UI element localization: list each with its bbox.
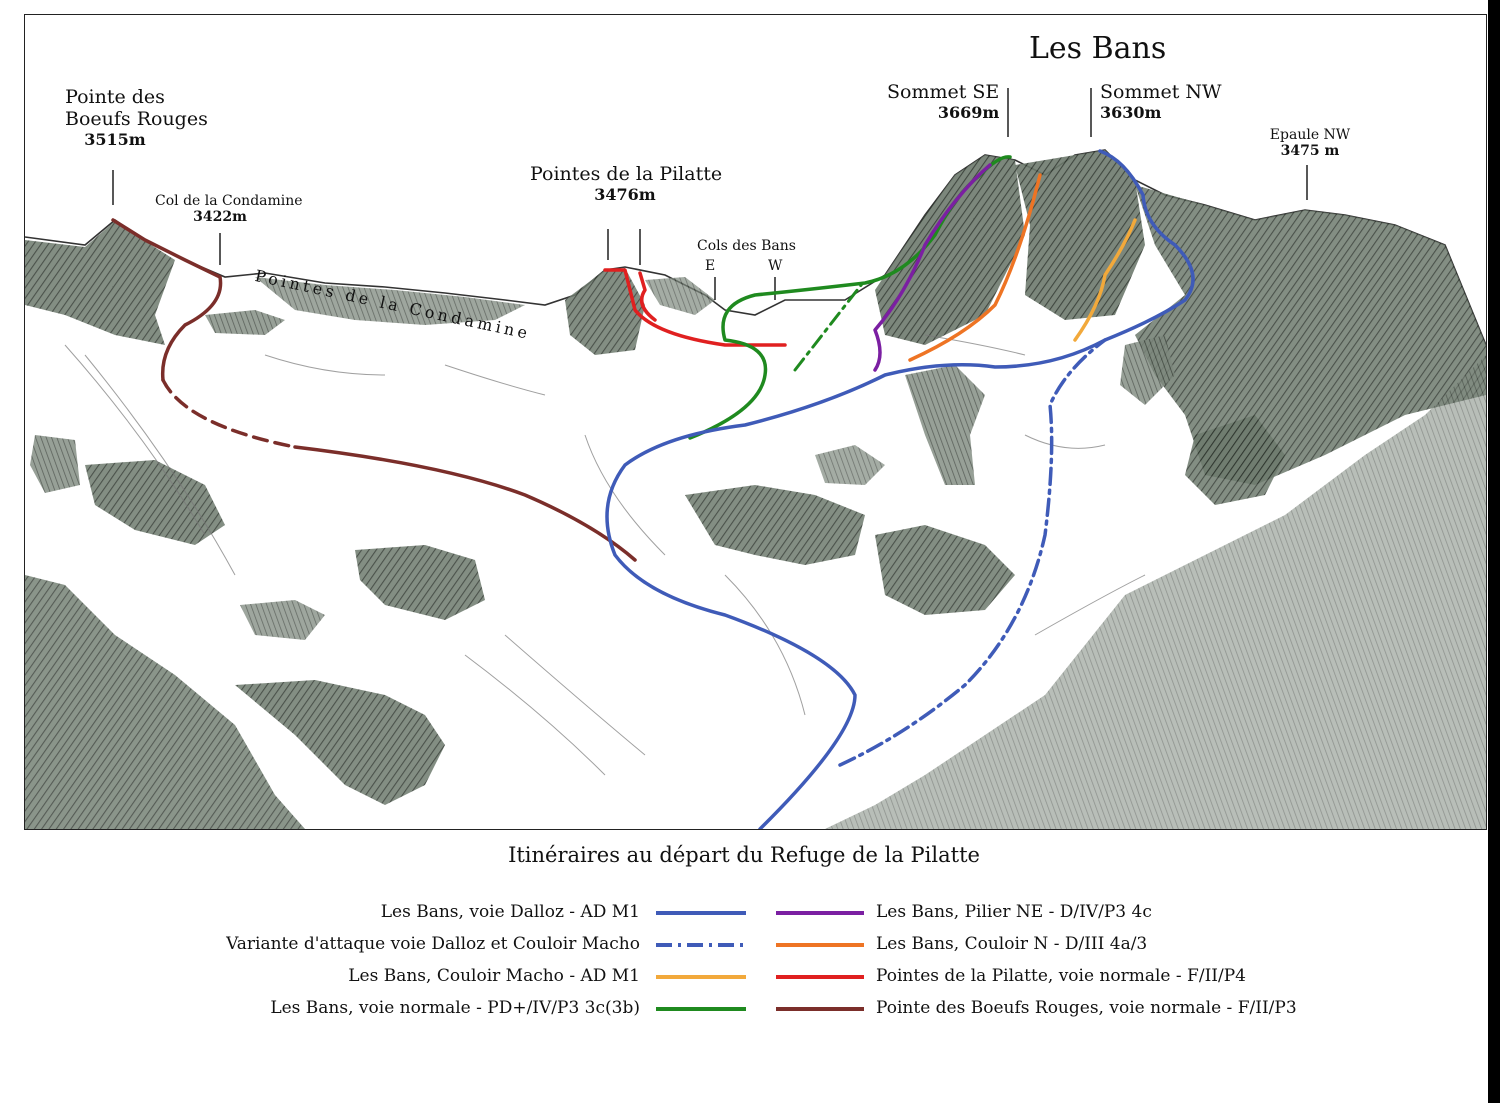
glacier-lines [64, 334, 1146, 776]
peak-name-line2: Boeufs Rouges [65, 107, 208, 130]
route-couloir-macho [1073, 218, 1137, 342]
peak-name-line1: Pointe des [65, 86, 165, 108]
peak-pointes-pilatte: Pointes de la Pilatte 3476m [530, 163, 723, 204]
col-name: Col de la Condamine [155, 193, 303, 209]
col-alt: 3422m [193, 209, 247, 226]
legend-item: Les Bans, Couloir N - D/III 4a/3 [876, 934, 1148, 954]
legend-item: Pointe des Boeufs Rouges, voie normale -… [876, 998, 1297, 1018]
route-boeufs-rouges-dash [161, 378, 297, 449]
epaule-nw: Epaule NW 3475 m [1265, 127, 1355, 159]
legend-caption: Itinéraires au départ du Refuge de la Pi… [508, 843, 980, 867]
legend-item: Les Bans, voie Dalloz - AD M1 [380, 902, 640, 922]
peak-name: Sommet NW [1100, 81, 1222, 103]
rock-masses [25, 150, 1486, 829]
drawing-canvas [25, 88, 1486, 829]
mountain-drawing: Les Bans Pointe des Boeufs Rouges 3515m … [24, 14, 1487, 830]
peak-alt: 3669m [937, 102, 1000, 122]
sommet-se: Sommet SE 3669m [887, 81, 1000, 122]
legend-item: Pointes de la Pilatte, voie normale - F/… [876, 966, 1246, 986]
legend-swatches [656, 911, 864, 1011]
label-ticks [112, 88, 1308, 300]
route-couloir-n [908, 173, 1042, 362]
peak-name: Sommet SE [887, 81, 1000, 103]
route-pilatte [603, 268, 787, 347]
sommet-nw: Sommet NW 3630m [1100, 81, 1222, 122]
route-boeufs-rouges-lower [293, 445, 637, 562]
main-title: Les Bans [1029, 31, 1167, 66]
peak-boeufs-rouges: Pointe des Boeufs Rouges 3515m [65, 86, 208, 149]
route-dalloz [605, 149, 1195, 829]
cols-bans-west: W [768, 258, 783, 274]
peak-alt: 3475 m [1280, 143, 1340, 160]
peak-name: Epaule NW [1269, 127, 1351, 143]
route-dalloz-variant [838, 338, 1107, 767]
route-pilier-ne [873, 163, 992, 372]
peak-alt: 3515m [84, 129, 146, 149]
col-condamine: Col de la Condamine 3422m [155, 193, 303, 226]
peak-alt: 3630m [1100, 102, 1162, 122]
routes [111, 149, 1195, 829]
legend-item: Variante d'attaque voie Dalloz et Couloi… [226, 934, 640, 954]
peak-alt: 3476m [594, 184, 656, 204]
legend-item: Les Bans, voie normale - PD+/IV/P3 3c(3b… [270, 998, 640, 1018]
route-normale-variant [793, 278, 867, 372]
route-boeufs-rouges [111, 218, 223, 382]
cols-bans: Cols des Bans [697, 238, 796, 254]
legend-item: Les Bans, Pilier NE - D/IV/P3 4c [876, 902, 1152, 922]
legend-item: Les Bans, Couloir Macho - AD M1 [348, 966, 640, 986]
peak-name: Pointes de la Pilatte [530, 163, 723, 185]
cols-bans-east: E [705, 258, 716, 274]
